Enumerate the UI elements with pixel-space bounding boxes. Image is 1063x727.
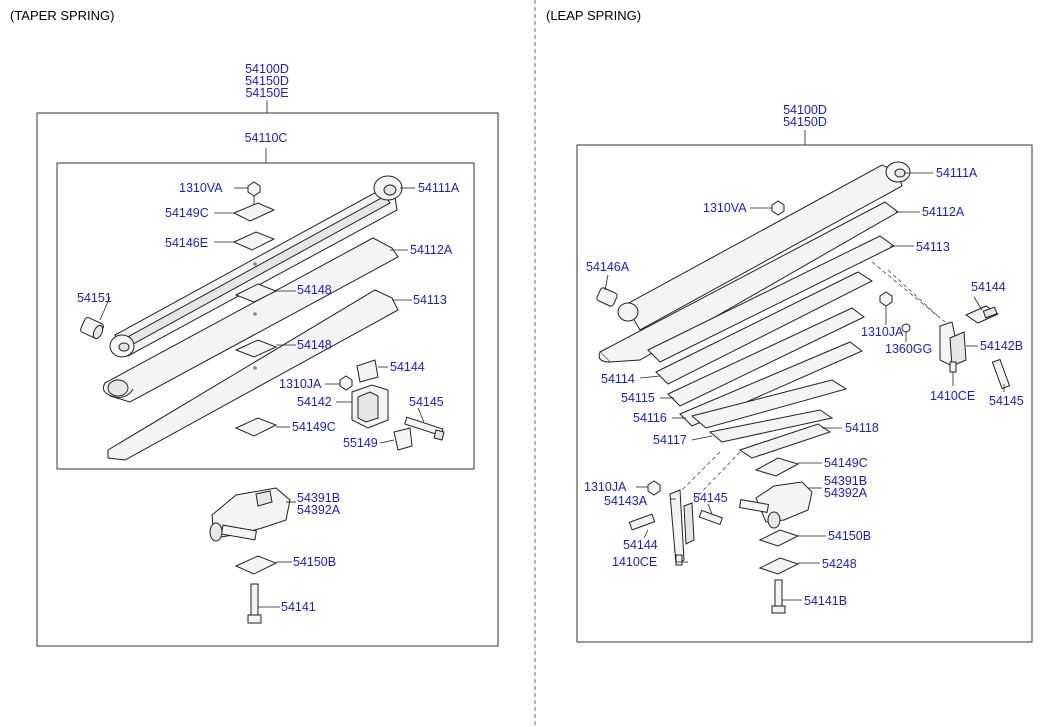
part-54144-label[interactable]: 54144 [623,538,658,552]
part-54142B-label[interactable]: 54142B [980,339,1023,353]
part-54149C-label[interactable]: 54149C [292,420,336,434]
part-1310JA-label[interactable]: 1310JA [861,325,904,339]
part-54111A-label[interactable]: 54111A [936,166,978,180]
part-54149C-label[interactable]: 54149C [824,456,868,470]
plate-icon [234,555,278,575]
part-1310VA-label[interactable]: 1310VA [703,201,747,215]
clip-bracket-icon [879,291,1011,390]
part-54392A-label[interactable]: 54392A [824,486,868,500]
part-1310JA-label[interactable]: 1310JA [584,480,627,494]
left-subassembly-number[interactable]: 54110C [245,131,288,145]
part-54150B-label[interactable]: 54150B [293,555,336,569]
pad-icon [232,231,276,251]
part-54117-label[interactable]: 54117 [653,433,687,447]
part-54248-label[interactable]: 54248 [822,557,857,571]
part-55149-label[interactable]: 55149 [343,436,378,450]
leaf-spring-second [598,201,899,363]
part-54115-label[interactable]: 54115 [621,391,655,405]
part-54142-label[interactable]: 54142 [297,395,332,409]
right-panel: 54100D 54150D [576,103,1033,643]
part-54145-label[interactable]: 54145 [409,395,444,409]
part-54114-label[interactable]: 54114 [601,372,635,386]
part-54116-label[interactable]: 54116 [633,411,667,425]
part-54391B-label[interactable]: 54391B [824,474,867,488]
left-section-title: (TAPER SPRING) [10,8,115,23]
bushing-icon [596,287,618,307]
part-54148-label[interactable]: 54148 [297,338,332,352]
nut-icon [247,181,261,197]
bolt-icon [771,579,786,614]
part-54392A-label[interactable]: 54392A [297,503,341,517]
part-54112A-label[interactable]: 54112A [410,243,453,257]
left-assembly-number-1[interactable]: 54100D [245,62,289,76]
part-1310VA-label[interactable]: 1310VA [179,181,223,195]
spring-seat-icon [209,487,291,542]
part-54146A-label[interactable]: 54146A [586,260,630,274]
part-54151-label[interactable]: 54151 [77,291,112,305]
clip-bracket-icon [234,359,445,451]
part-54141B-label[interactable]: 54141B [804,594,847,608]
leaf-spring-second [102,237,399,403]
leaf-spring-fifth [667,307,865,407]
plate-icon [754,457,800,477]
part-54144-label[interactable]: 54144 [971,280,1006,294]
part-1410CE-label[interactable]: 1410CE [930,389,975,403]
part-54113-label[interactable]: 54113 [916,240,950,254]
right-assembly-number-2[interactable]: 54150D [783,115,827,129]
part-1310JA-label[interactable]: 1310JA [279,377,322,391]
part-54113-label[interactable]: 54113 [413,293,447,307]
left-assembly-number-2[interactable]: 54150D [245,74,289,88]
leaf-spring-seventh [690,379,848,429]
left-inner-frame [56,162,475,470]
leaf-spring-sixth [679,341,863,427]
leaf-spring-third [107,289,399,461]
pad-icon [758,557,800,575]
part-54150B-label[interactable]: 54150B [828,529,871,543]
part-54149C-label[interactable]: 54149C [165,206,209,220]
part-54143A-label[interactable]: 54143A [604,494,648,508]
left-outer-frame [36,112,499,647]
part-54145-label[interactable]: 54145 [989,394,1024,408]
plate-icon [232,202,276,222]
right-assembly-number-1[interactable]: 54100D [783,103,827,117]
part-54111A-label[interactable]: 54111A [418,181,460,195]
leaf-spring-main [617,161,911,331]
plate-icon [758,529,800,547]
part-54144-label[interactable]: 54144 [390,360,425,374]
part-1360GG-label[interactable]: 1360GG [885,342,932,356]
left-assembly-number-3[interactable]: 54150E [245,86,288,100]
spring-seat-icon [738,481,813,529]
part-54141-label[interactable]: 54141 [281,600,316,614]
bushing-icon [80,317,104,340]
clip-bracket-icon [628,480,724,566]
part-54148-label[interactable]: 54148 [297,283,332,297]
part-54145-label[interactable]: 54145 [693,491,728,505]
part-54118-label[interactable]: 54118 [845,421,879,435]
right-section-title: (LEAP SPRING) [546,8,641,23]
right-outer-frame [576,144,1033,643]
part-1410CE-label[interactable]: 1410CE [612,555,657,569]
nut-icon [771,200,785,216]
left-panel: 54100D 54150D 54150E 54110C [36,62,499,647]
part-54112A-label[interactable]: 54112A [922,205,965,219]
bolt-icon [247,583,262,624]
leaf-spring-main [109,175,403,358]
part-54146E-label[interactable]: 54146E [165,236,208,250]
leaf-spring-ninth [738,423,832,459]
pad-icon [234,339,278,358]
part-54391B-label[interactable]: 54391B [297,491,340,505]
leaf-spring-eighth [708,409,834,443]
leaf-spring-fourth [655,271,874,385]
